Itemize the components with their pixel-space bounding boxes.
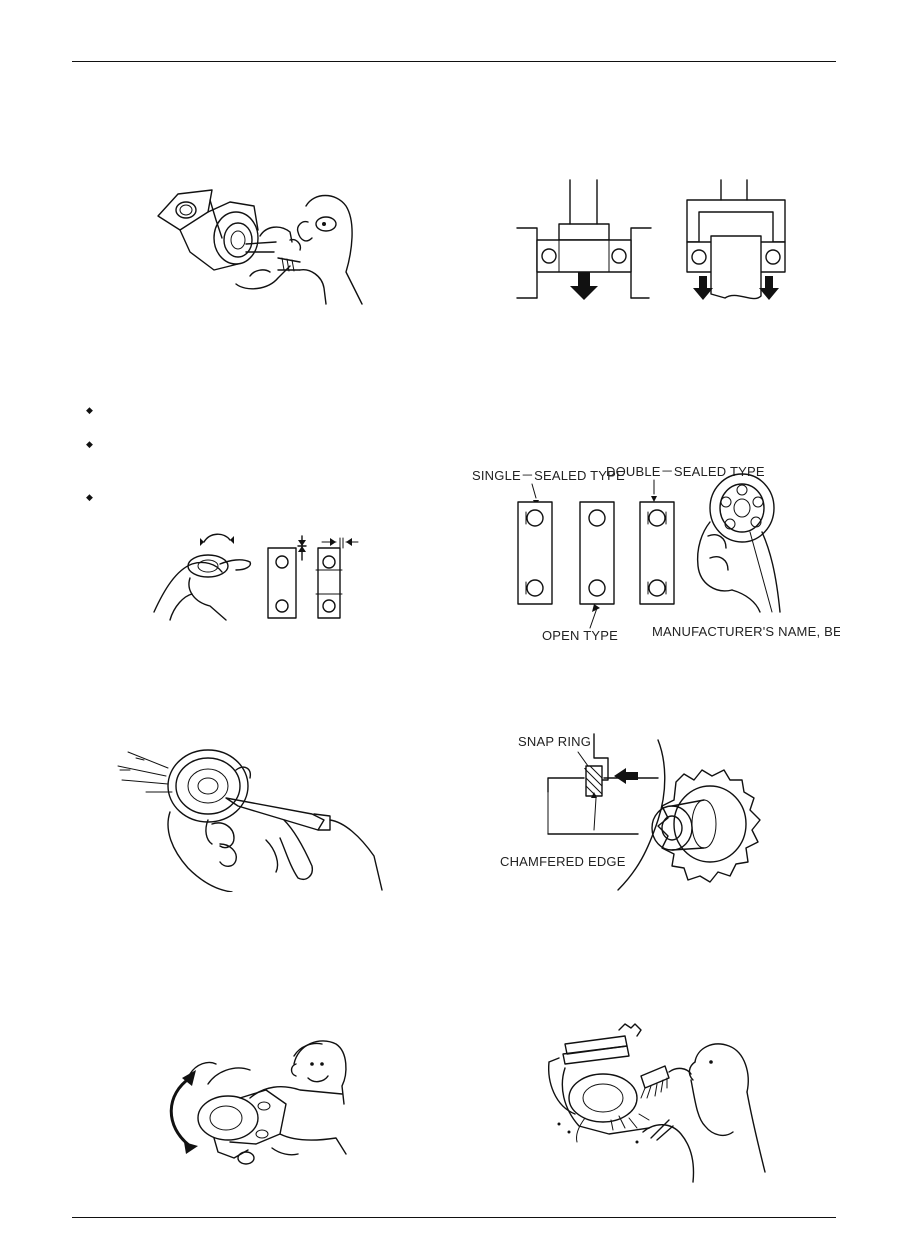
label-snap-ring: SNAP RING [518,734,591,749]
bullet-2: ◆ [86,439,93,449]
label-open-type: OPEN TYPE [542,628,618,643]
label-double-sealed: DOUBLE－SEALED TYPE [606,464,765,479]
bullet-1: ◆ [86,405,93,415]
label-single-sealed: SINGLE－SEALED TYPE [472,468,625,483]
figure-bearing-air-blow [116,740,384,892]
figure-housing-disassembly [150,180,365,305]
figure-snap-ring: SNAP RING CHAMFERED EDGE [498,730,768,892]
figure-bearing-press [515,178,790,308]
figure-bearing-types: SINGLE－SEALED TYPE DOUBLE－SEALED TYPE OP… [470,462,840,644]
label-chamfered-edge: CHAMFERED EDGE [500,854,626,869]
figure-cleaning [545,1022,767,1184]
bullet-3: ◆ [86,492,93,502]
label-manufacturer: MANUFACTURER'S NAME, BEARING No. [652,624,840,639]
header-rule [72,61,836,62]
figure-bearing-play-check [150,530,360,622]
figure-part-rotation [160,1034,350,1168]
footer-rule [72,1217,836,1218]
